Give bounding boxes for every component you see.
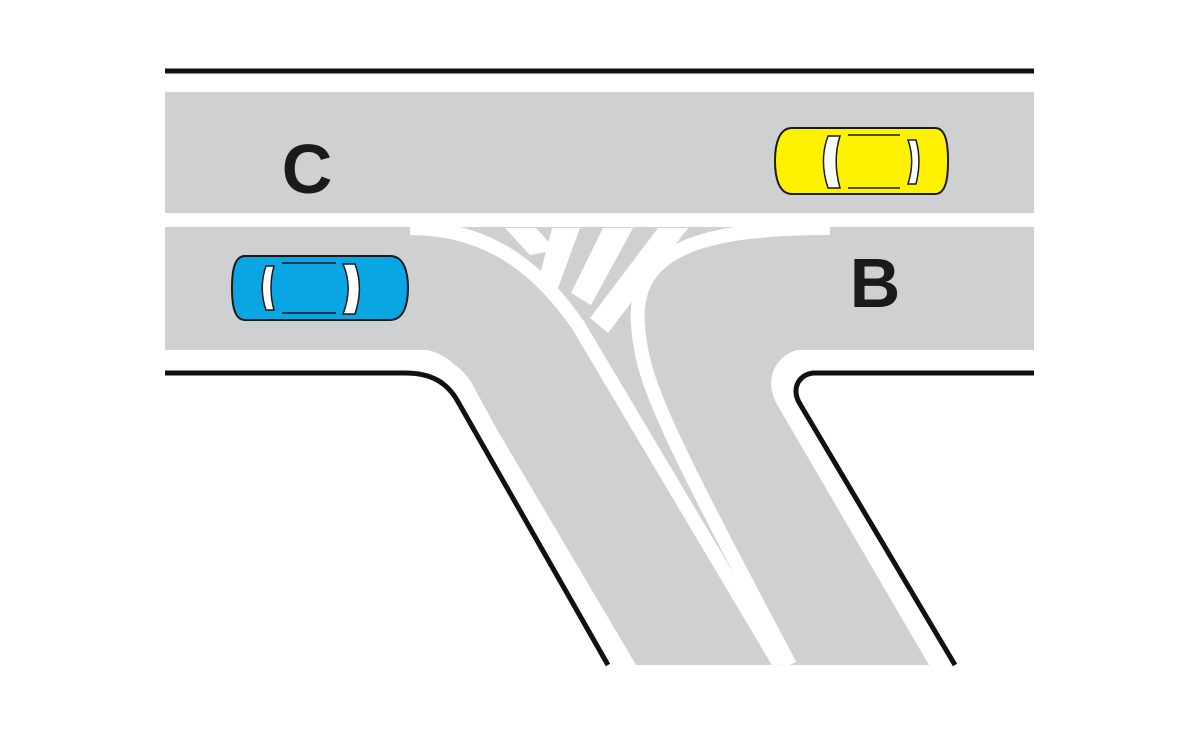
hatch-stripe — [590, 228, 688, 333]
edge-line-bottom-left — [165, 370, 611, 667]
side-road-lane-line-right — [630, 221, 831, 669]
blue-car-body — [230, 255, 410, 321]
yellow-car-windscreen — [822, 135, 842, 189]
yellow-car-body — [773, 127, 950, 195]
blue-car-windscreen — [341, 263, 361, 315]
edge-line-bottom-right — [793, 370, 1034, 667]
side-road — [408, 348, 929, 665]
hatch-stripe — [571, 228, 633, 305]
yellow-car — [773, 127, 950, 195]
hatch-stripe — [505, 228, 556, 255]
label-b: B — [850, 244, 901, 322]
blue-car — [230, 255, 410, 321]
kerb-left — [165, 352, 625, 667]
side-road-lane-line-left — [409, 221, 787, 669]
yellow-car-rear-window — [906, 139, 920, 185]
label-c: C — [282, 130, 333, 208]
hatched-area — [505, 228, 688, 333]
blue-car-rear-window — [261, 265, 275, 311]
hatch-stripe — [540, 228, 580, 288]
main-road-centre-line — [165, 213, 1034, 227]
